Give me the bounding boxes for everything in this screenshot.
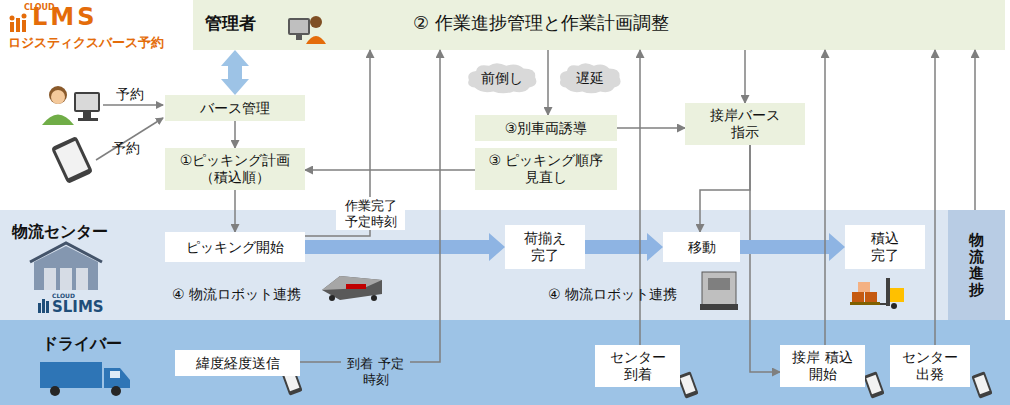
box-text: 遅延 bbox=[576, 70, 604, 87]
pallet-forklift bbox=[850, 278, 904, 309]
box-text: 物流進捗 bbox=[969, 232, 984, 298]
step-box: ピッキング開始 bbox=[165, 232, 305, 262]
driver-band-ground bbox=[0, 320, 1010, 405]
connector bbox=[974, 50, 976, 210]
box-text: 積込 完了 bbox=[867, 230, 903, 264]
user-pc-icon bbox=[42, 86, 100, 125]
connector bbox=[744, 50, 746, 103]
band-title: 物流センター bbox=[12, 222, 108, 241]
connector bbox=[617, 127, 685, 129]
label-text: LMS bbox=[32, 4, 97, 32]
label-text: 予約 bbox=[112, 140, 140, 156]
box-text: 前倒し bbox=[481, 70, 523, 87]
label-text: ロジスティクスバース予約 bbox=[8, 36, 164, 51]
box-text: 接岸 積込開始 bbox=[791, 349, 855, 383]
band-title: ② 作業進捗管理と作業計画調整 bbox=[413, 12, 669, 34]
connector bbox=[824, 50, 826, 345]
box-text: センター 出発 bbox=[898, 349, 962, 383]
center-band-ground bbox=[0, 210, 948, 320]
step-box: センター 出発 bbox=[890, 345, 970, 387]
process-box: ①ピッキング計画 （積込順） bbox=[165, 148, 305, 190]
box-text: ③ ピッキング順序見直し bbox=[486, 152, 606, 186]
step-box: 移動 bbox=[663, 232, 740, 262]
label-text: 予約 bbox=[116, 86, 144, 102]
admin-band-ground bbox=[193, 0, 1005, 50]
slims-logo-mark bbox=[38, 299, 49, 313]
box-text: ③別車両誘導 bbox=[505, 120, 588, 137]
edge-label: 作業完了 予定時刻 bbox=[336, 197, 405, 230]
admin-band: 管理者 ② 作業進捗管理と作業計画調整 bbox=[193, 0, 1005, 50]
transport-robot bbox=[700, 272, 738, 310]
center-band: 物流センターピッキング開始 荷揃え 完了 移動 積込 完了 bbox=[0, 210, 948, 320]
step-box: 接岸 積込開始 bbox=[780, 345, 865, 387]
box-text: センター 到着 bbox=[606, 349, 670, 383]
smartphone-icon bbox=[863, 371, 884, 398]
connector bbox=[234, 190, 236, 232]
connector bbox=[547, 50, 549, 115]
reservation-arrow bbox=[96, 118, 163, 160]
flow-arrow bbox=[221, 50, 249, 95]
connector bbox=[700, 145, 750, 232]
picking-robot bbox=[322, 276, 382, 301]
connector bbox=[300, 50, 440, 362]
label-text: ④ 物流ロボット連携 bbox=[172, 286, 301, 302]
step-box: 積込 完了 bbox=[845, 225, 925, 269]
flow-arrow bbox=[740, 233, 845, 261]
label-text: SLIMS bbox=[52, 299, 104, 316]
edge-label: 到着 予定時刻 bbox=[341, 355, 410, 388]
connector bbox=[934, 50, 936, 345]
box-text: 緯度経度送信 bbox=[196, 355, 280, 372]
band-title: 管理者 bbox=[205, 13, 256, 33]
box-text: ①ピッキング計画 （積込順） bbox=[173, 152, 297, 186]
driver-band: ドライバー緯度経度送信 センター 到着 接岸 積込開始 センター 出発 bbox=[0, 320, 1010, 405]
smartphone-icon bbox=[677, 371, 698, 398]
label-text: ④ 物流ロボット連携 bbox=[548, 286, 677, 302]
connector bbox=[234, 121, 236, 148]
step-box: 荷揃え 完了 bbox=[505, 225, 585, 269]
process-box: 接岸バース 指示 bbox=[685, 103, 805, 145]
progress-box: 物流進捗 bbox=[948, 210, 1005, 320]
process-box: ③別車両誘導 bbox=[475, 115, 617, 141]
step-box: センター 到着 bbox=[595, 345, 680, 387]
cloud-note: 遅延 bbox=[558, 62, 622, 94]
tablet-icon bbox=[51, 136, 93, 184]
reservation-arrow bbox=[103, 104, 163, 106]
cloud-note: 前倒し bbox=[466, 62, 538, 94]
warehouse-icon bbox=[30, 243, 102, 290]
box-text: 荷揃え 完了 bbox=[520, 230, 570, 264]
box-text: 接岸バース 指示 bbox=[703, 107, 787, 141]
box-text: 移動 bbox=[688, 239, 716, 256]
admin-icon bbox=[288, 16, 326, 44]
lms-logo-icon bbox=[10, 14, 27, 33]
truck-icon bbox=[40, 362, 130, 396]
box-text: ピッキング開始 bbox=[186, 239, 284, 256]
step-box: 緯度経度送信 bbox=[175, 350, 300, 376]
flow-arrow bbox=[585, 233, 663, 261]
band-title: ドライバー bbox=[42, 334, 122, 353]
process-box: バース管理 bbox=[165, 95, 305, 121]
connector bbox=[750, 145, 780, 372]
box-text: バース管理 bbox=[200, 100, 270, 117]
connector bbox=[305, 169, 475, 171]
flow-arrow bbox=[305, 233, 505, 261]
process-box: ③ ピッキング順序見直し bbox=[475, 148, 617, 190]
smartphone-icon bbox=[971, 371, 992, 398]
